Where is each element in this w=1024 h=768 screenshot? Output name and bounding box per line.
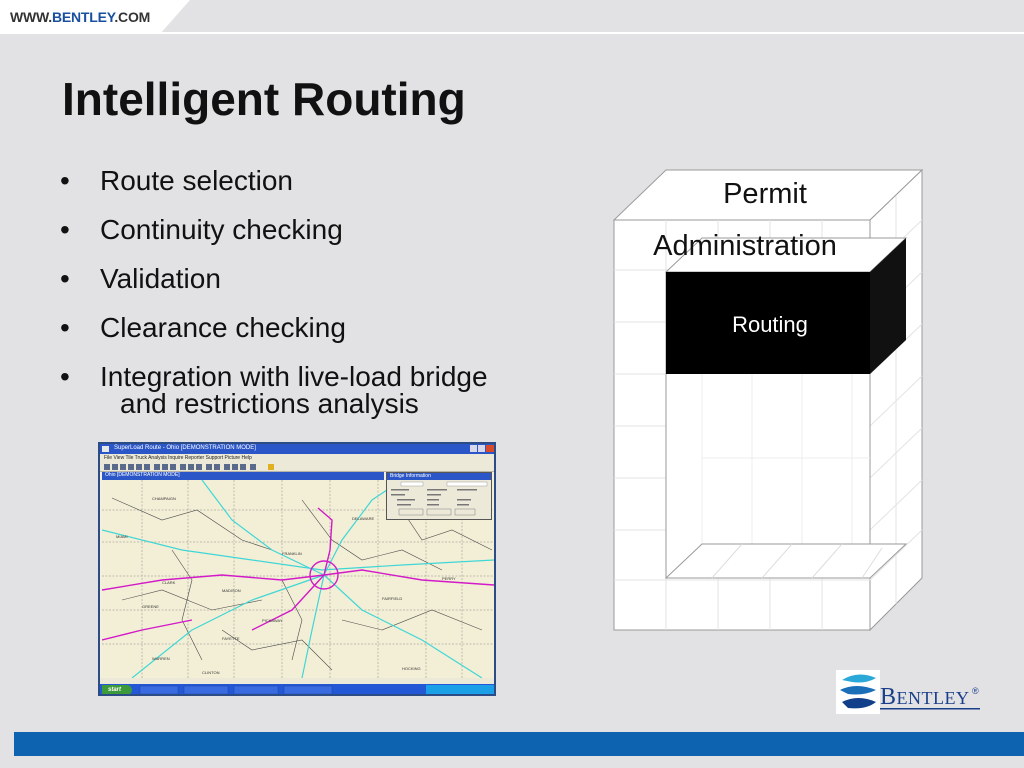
slide-title: Intelligent Routing <box>62 73 466 125</box>
bullet-text: Integration with live-load bridge <box>100 361 488 392</box>
svg-text:WARREN: WARREN <box>152 656 170 661</box>
svg-text:FAYETTE: FAYETTE <box>222 636 240 641</box>
map-title-text: Ohio [DEMONSTRATION MODE] <box>105 472 180 478</box>
bullet-dot: • <box>60 165 70 196</box>
svg-text:CLINTON: CLINTON <box>202 670 220 675</box>
window-controls-icon <box>102 445 494 452</box>
logo-text: ENTLEY <box>896 688 970 708</box>
svg-text:CHAMPAIGN: CHAMPAIGN <box>152 496 176 501</box>
bullet-dot: • <box>60 361 70 392</box>
bullet-list: • Route selection • Continuity checking • V… <box>56 156 596 419</box>
top-bar: WWW.BENTLEY.COM <box>0 0 1024 34</box>
window-title: SuperLoad Route - Ohio [DEMONSTRATION MO… <box>114 445 256 451</box>
bottom-bar <box>14 732 1024 756</box>
bullet-dot: • <box>60 312 70 343</box>
url-suffix: .COM <box>114 9 151 25</box>
bullet-dot: • <box>60 214 70 245</box>
window-toolbar <box>100 462 494 472</box>
logo-letter-b: B <box>880 684 897 710</box>
svg-text:PERRY: PERRY <box>442 576 456 581</box>
label-administration: Administration <box>653 230 837 262</box>
window-menu-text: File View Tile Truck Analysis Inquire Re… <box>104 455 252 461</box>
bullet-dot: • <box>60 263 70 294</box>
start-button: start <box>102 685 132 694</box>
taskbar: start <box>100 684 494 694</box>
label-permit: Permit <box>723 178 807 210</box>
bentley-logo-icon <box>836 670 980 714</box>
bullet-continuation: and restrictions analysis <box>120 388 419 419</box>
window-menubar: File View Tile Truck Analysis Inquire Re… <box>100 454 494 462</box>
permit-admin-diagram <box>612 168 924 632</box>
svg-text:MADISON: MADISON <box>222 588 241 593</box>
svg-text:CLARK: CLARK <box>162 580 176 585</box>
website-url: WWW.BENTLEY.COM <box>0 0 188 34</box>
svg-text:FAIRFIELD: FAIRFIELD <box>382 596 402 601</box>
url-brand: BENTLEY <box>51 9 115 25</box>
bullet-item: • Continuity checking <box>56 205 596 254</box>
svg-text:GREENE: GREENE <box>142 604 159 609</box>
map-window-title: Ohio [DEMONSTRATION MODE] <box>102 472 384 480</box>
routing-software-screenshot: SuperLoad Route - Ohio [DEMONSTRATION MO… <box>98 442 496 696</box>
bridge-info-dialog: Bridge Information <box>386 472 492 520</box>
taskbar-items <box>139 685 494 694</box>
svg-text:DELAWARE: DELAWARE <box>352 516 374 521</box>
bullet-item: • Clearance checking <box>56 303 596 352</box>
bullet-item: • Validation <box>56 254 596 303</box>
url-prefix: WWW. <box>10 9 52 25</box>
svg-text:PICKAWAY: PICKAWAY <box>262 618 283 623</box>
bullet-item: • Route selection <box>56 156 596 205</box>
bullet-text: Clearance checking <box>100 312 346 343</box>
dialog-title: Bridge Information <box>390 473 431 479</box>
svg-text:HOCKING: HOCKING <box>402 666 421 671</box>
window-titlebar: SuperLoad Route - Ohio [DEMONSTRATION MO… <box>100 444 494 454</box>
bullet-text: Validation <box>100 263 221 294</box>
logo-registered: ® <box>972 686 979 696</box>
svg-text:FRANKLIN: FRANKLIN <box>282 551 302 556</box>
dialog-fields <box>391 481 488 516</box>
top-bar-shape <box>0 0 1024 34</box>
svg-text:MIAMI: MIAMI <box>116 534 128 539</box>
window-statusbar <box>100 678 494 684</box>
routing-block <box>666 272 870 374</box>
bullet-text: Route selection <box>100 165 294 196</box>
label-routing: Routing <box>732 312 808 337</box>
toolbar-icons <box>104 464 274 470</box>
bullet-text: Continuity checking <box>100 214 343 245</box>
